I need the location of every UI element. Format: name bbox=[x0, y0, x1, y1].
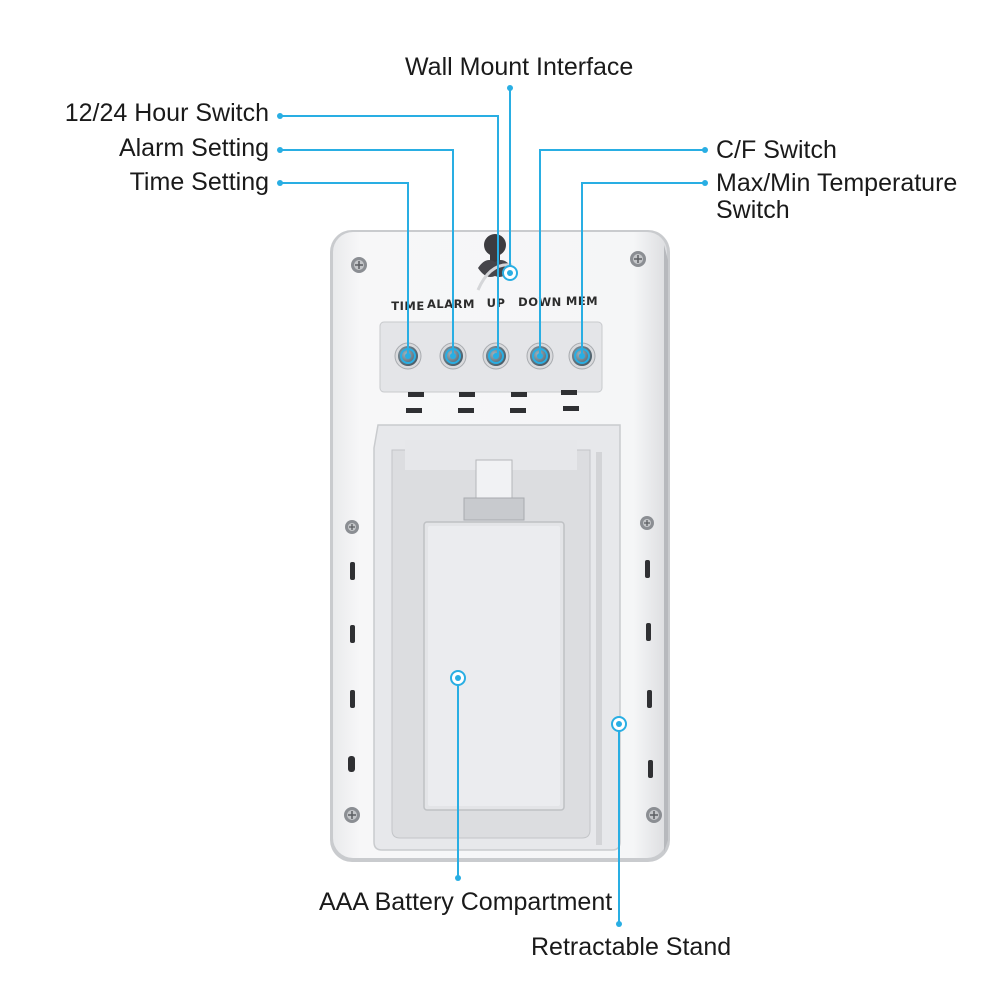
battery-marker bbox=[450, 670, 466, 686]
hour-switch-label: 12/24 Hour Switch bbox=[64, 99, 269, 127]
time-setting-label: Time Setting bbox=[129, 168, 269, 196]
callout-dots bbox=[277, 85, 708, 927]
battery-compartment bbox=[423, 521, 565, 811]
cf-switch-label: C/F Switch bbox=[716, 136, 837, 164]
device-button-label-alarm: ALARM bbox=[427, 297, 475, 311]
device-button-label-up: UP bbox=[487, 296, 506, 310]
device-button-up bbox=[482, 342, 510, 370]
screw-icon bbox=[640, 516, 654, 530]
screw-icon bbox=[345, 520, 359, 534]
target-markers bbox=[450, 265, 627, 732]
retractable-stand-label: Retractable Stand bbox=[531, 933, 732, 961]
wall-mount-interface-label: Wall Mount Interface bbox=[405, 53, 634, 81]
screw-icon bbox=[351, 257, 367, 273]
callout-lines bbox=[280, 88, 705, 924]
screw-icon bbox=[630, 251, 646, 267]
screw-icon bbox=[646, 807, 662, 823]
stand-marker bbox=[611, 716, 627, 732]
wall-mount-marker bbox=[502, 265, 518, 281]
maxmin-switch-label-line1: Max/Min Temperature bbox=[716, 169, 958, 197]
maxmin-switch-label-line2: Switch bbox=[716, 196, 790, 224]
screw-icon bbox=[344, 807, 360, 823]
side-slots bbox=[348, 560, 653, 778]
battery-compartment-label: AAA Battery Compartment bbox=[319, 888, 613, 916]
alarm-setting-label: Alarm Setting bbox=[118, 134, 269, 162]
